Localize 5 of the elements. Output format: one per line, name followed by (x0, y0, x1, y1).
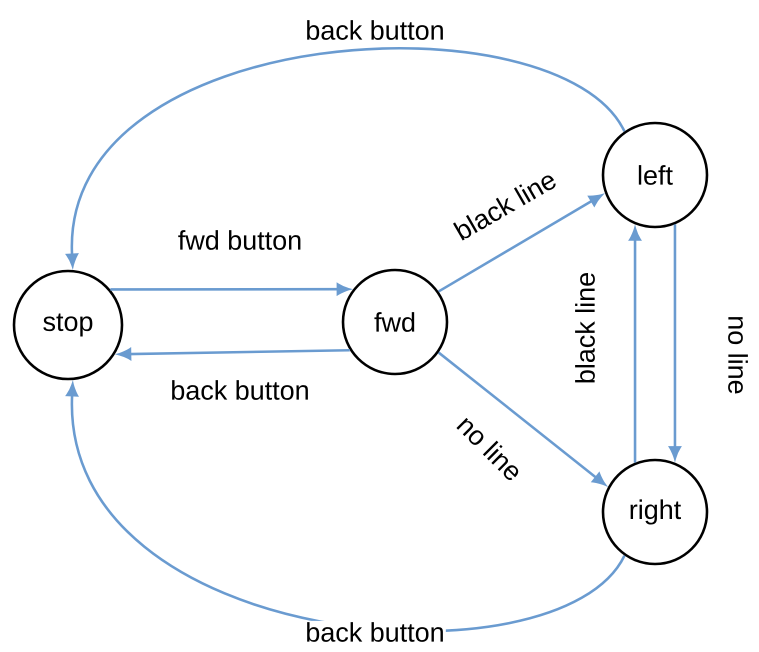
edge-label: back button (304, 18, 446, 42)
edge-label: no line (726, 314, 750, 396)
edge-label: black line (574, 270, 596, 386)
arrow (669, 224, 681, 460)
arrow (629, 228, 641, 463)
